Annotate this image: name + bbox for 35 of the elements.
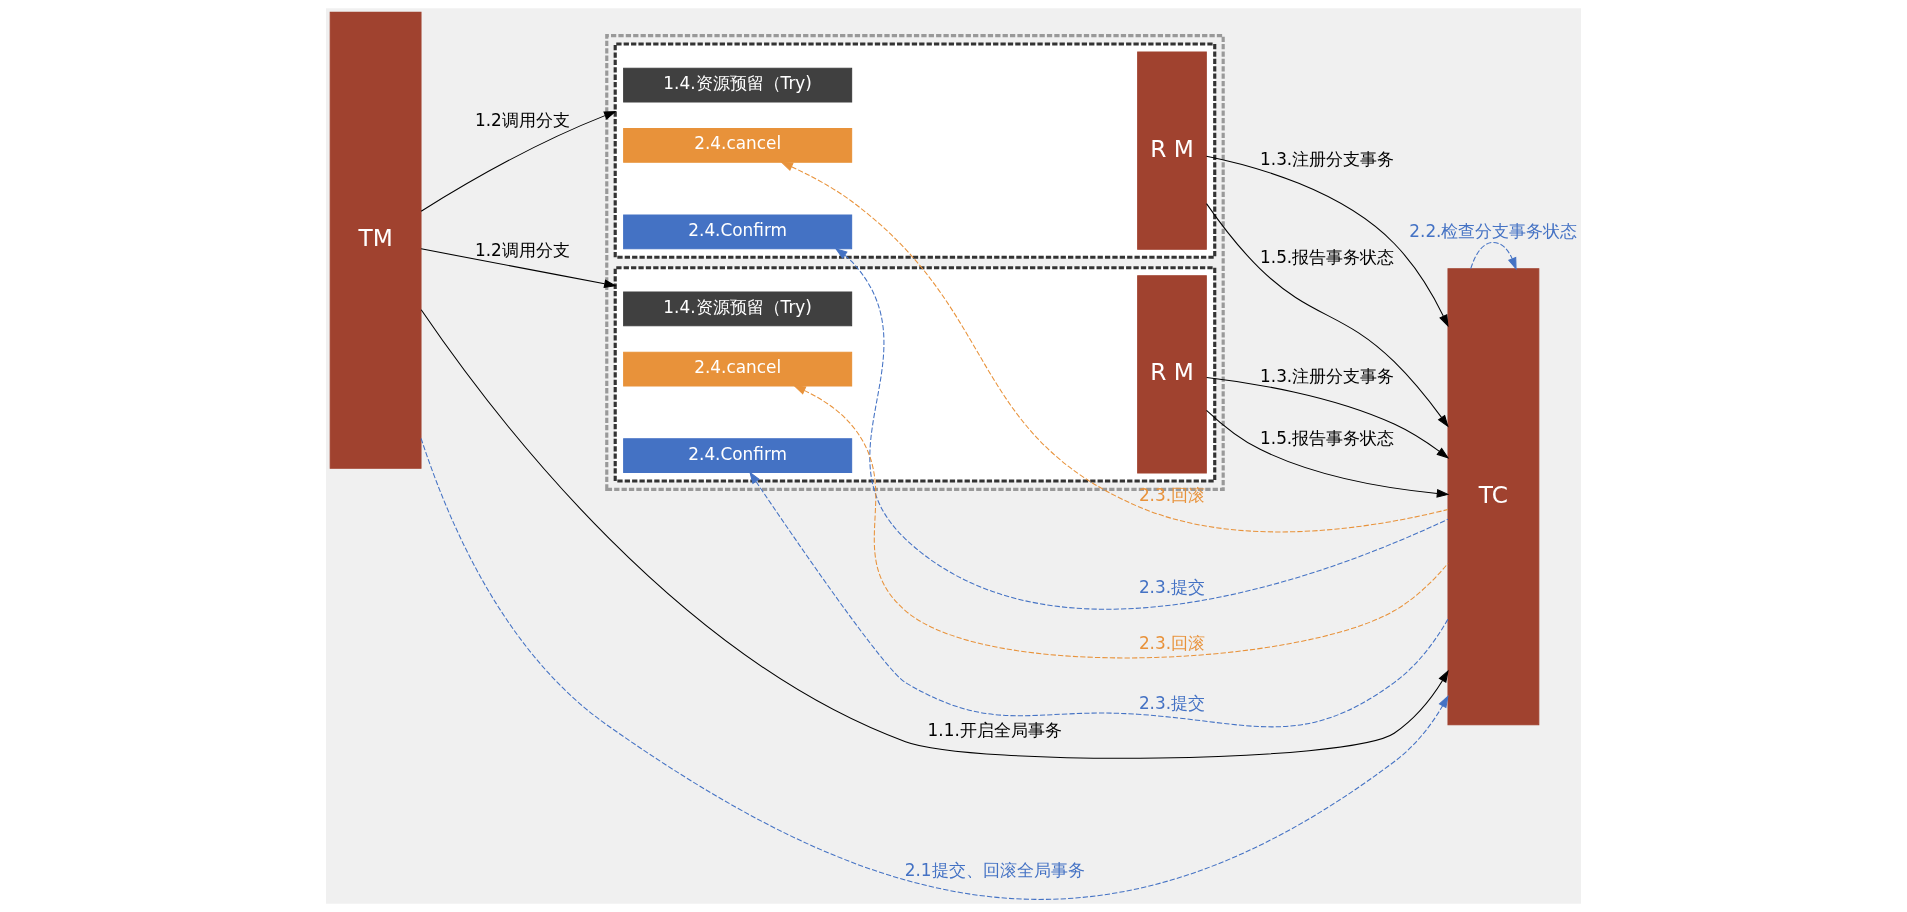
arrow bbox=[1206, 377, 1450, 459]
edge-label: 1.5.报告事务状态 bbox=[1260, 247, 1395, 268]
arrow bbox=[749, 471, 1449, 728]
arrow bbox=[420, 248, 617, 289]
arrow bbox=[1470, 241, 1517, 271]
edge-label: 1.5.报告事务状态 bbox=[1260, 427, 1395, 448]
edge-label: 2.3.提交 bbox=[1138, 692, 1206, 713]
edge-label: 2.3.回滚 bbox=[1138, 632, 1206, 653]
edge-label: 1.2调用分支 bbox=[474, 239, 570, 260]
edge-label: 2.1提交、回滚全局事务 bbox=[904, 859, 1085, 880]
arrow bbox=[1205, 409, 1450, 498]
node-box: R M bbox=[1137, 275, 1207, 474]
arrow bbox=[420, 437, 1449, 900]
node-box: 2.4.Confirm bbox=[623, 438, 853, 474]
edge-label: 1.2调用分支 bbox=[474, 110, 570, 131]
node-box: R M bbox=[1137, 51, 1207, 250]
node-box: 1.4.资源预留（Try) bbox=[623, 67, 853, 103]
node-box: 1.4.资源预留（Try) bbox=[623, 291, 853, 327]
edge-label: 2.3.回滚 bbox=[1138, 484, 1206, 505]
arrow bbox=[420, 309, 1449, 759]
node-box: TC bbox=[1447, 268, 1540, 726]
edge-label: 1.3.注册分支事务 bbox=[1260, 365, 1395, 386]
arrow bbox=[793, 385, 1449, 659]
edge-label: 2.2.检查分支事务状态 bbox=[1409, 220, 1578, 241]
arrow bbox=[1205, 203, 1449, 428]
arrow bbox=[420, 111, 617, 212]
node-box: 2.4.cancel bbox=[623, 351, 853, 387]
arrow bbox=[780, 161, 1449, 533]
edge-label: 1.3.注册分支事务 bbox=[1260, 149, 1395, 170]
node-box: TM bbox=[329, 11, 422, 469]
edge-label: 2.3.提交 bbox=[1138, 576, 1206, 597]
node-box: 2.4.cancel bbox=[623, 127, 853, 163]
node-box: 2.4.Confirm bbox=[623, 214, 853, 250]
arrow bbox=[834, 248, 1449, 610]
edge-label: 1.1.开启全局事务 bbox=[927, 720, 1062, 741]
